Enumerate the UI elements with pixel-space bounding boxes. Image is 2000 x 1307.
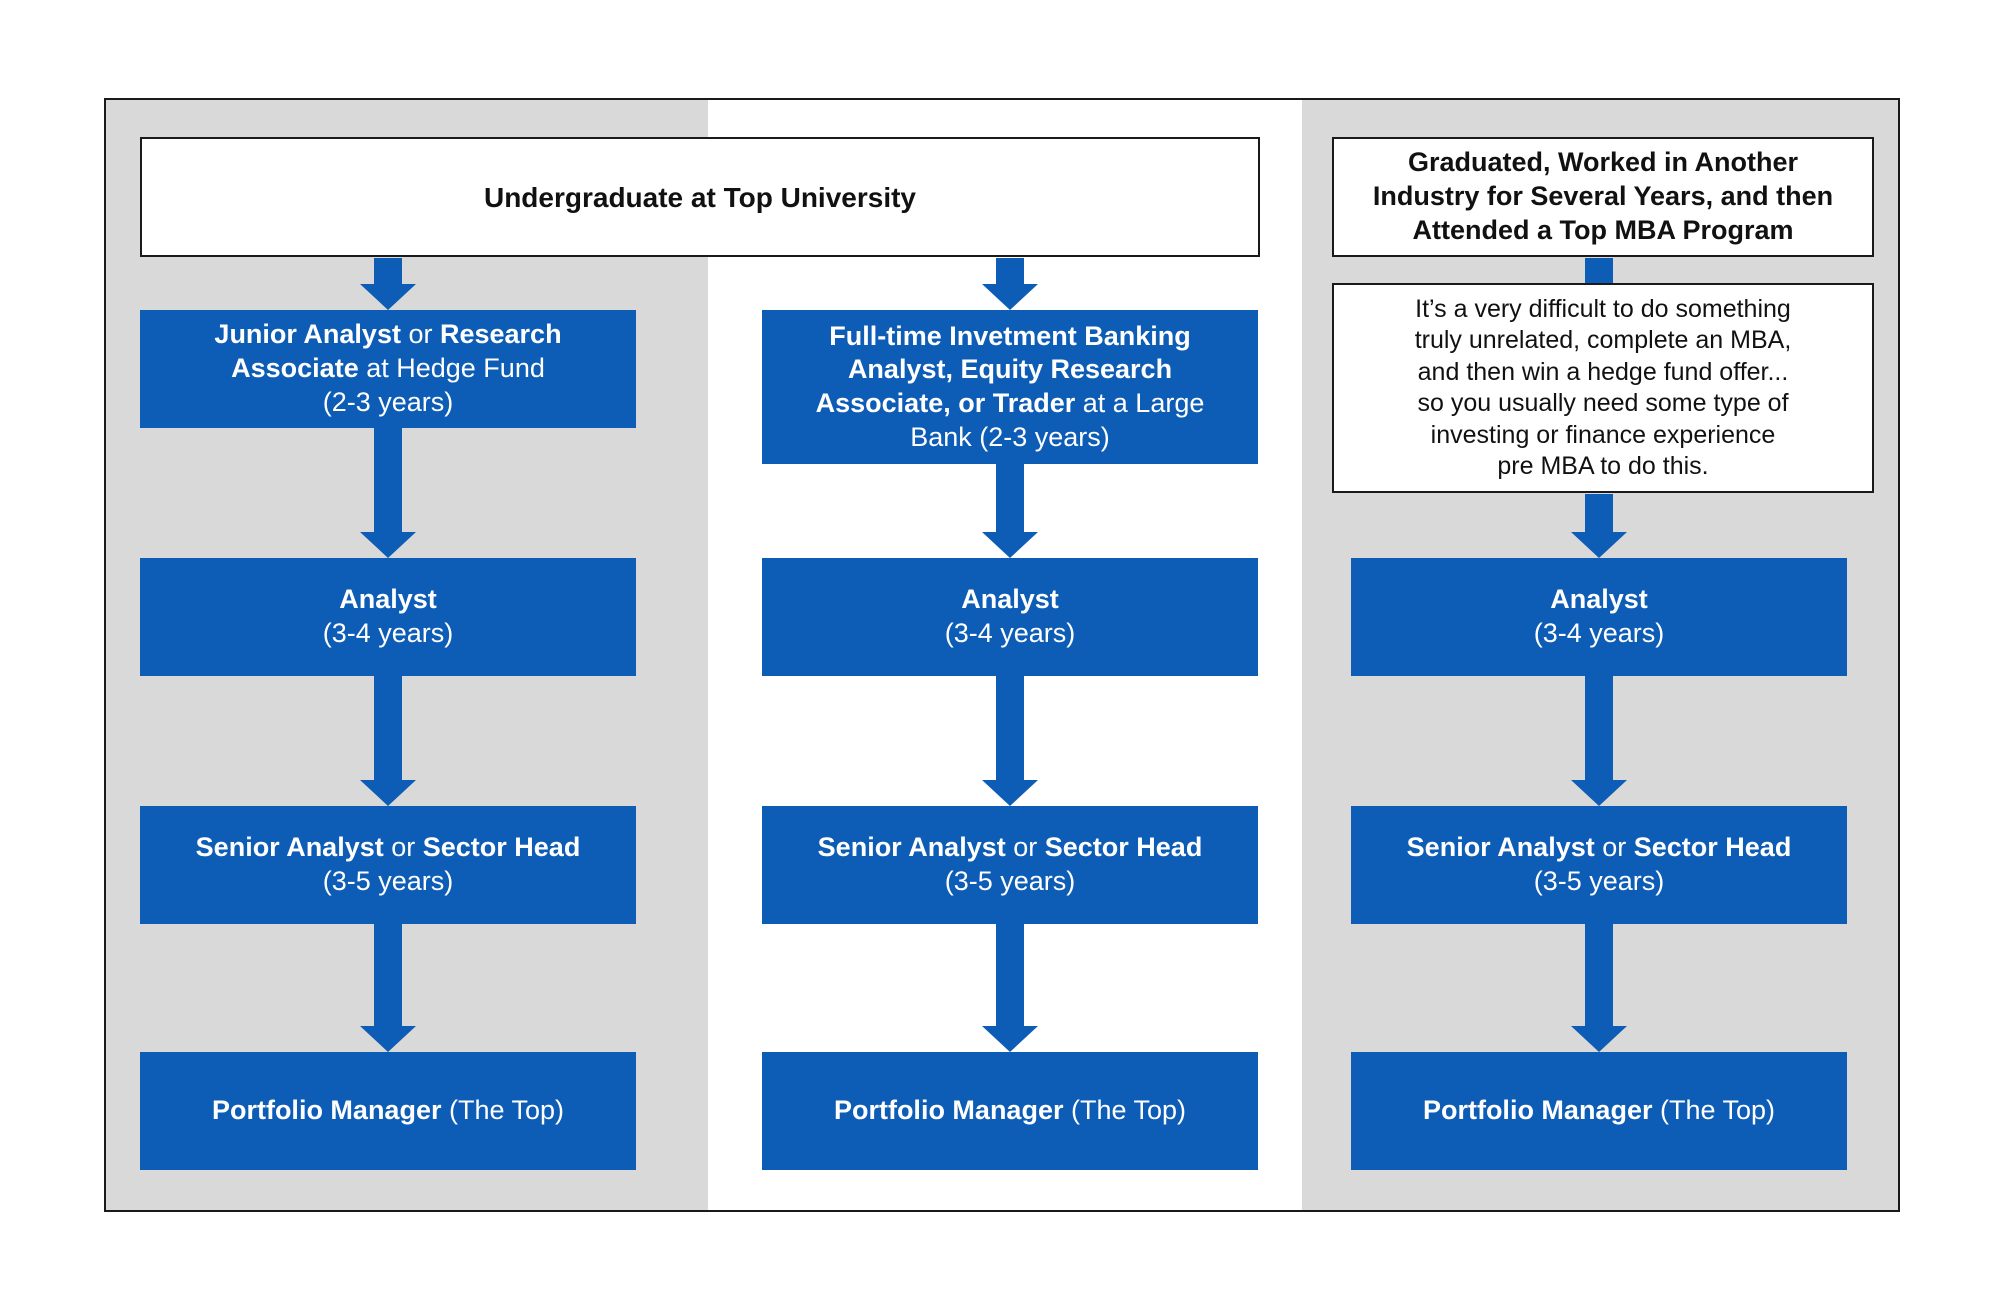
arrow-col2-to-entry <box>982 258 1038 310</box>
analyst-box-col1: Analyst (3-4 years) <box>140 558 636 676</box>
hf-entry-line-1: Junior Analyst or Research <box>214 319 562 350</box>
arrow-col3-to-analyst <box>1571 494 1627 558</box>
arrow-col1-to-pm <box>360 924 416 1052</box>
undergraduate-label: Undergraduate at Top University <box>483 181 916 213</box>
pm-box-col3: Portfolio Manager (The Top) <box>1351 1052 1847 1170</box>
arrow-col2-to-senior <box>982 676 1038 806</box>
undergraduate-box: Undergraduate at Top University <box>140 137 1260 257</box>
bank-entry-line-1: Full-time Invetment Banking <box>829 320 1191 351</box>
mba-path-box: Graduated, Worked in Another Industry fo… <box>1332 137 1874 257</box>
arrow-col2-to-analyst <box>982 464 1038 558</box>
note-line-4: so you usually need some type of <box>1417 389 1789 417</box>
senior-years: (3-5 years) <box>1533 866 1665 896</box>
bank-entry-line-3: Associate, or Trader at a Large <box>815 388 1205 418</box>
analyst-box-col2: Analyst (3-4 years) <box>762 558 1258 676</box>
pm-title: Portfolio Manager (The Top) <box>211 1095 565 1126</box>
arrow-col3-to-pm <box>1571 924 1627 1052</box>
note-line-6: pre MBA to do this. <box>1497 452 1709 480</box>
arrow-col2-to-pm <box>982 924 1038 1052</box>
pm-title: Portfolio Manager (The Top) <box>1422 1095 1776 1126</box>
senior-title: Senior Analyst or Sector Head <box>817 832 1203 863</box>
senior-box-col2: Senior Analyst or Sector Head (3-5 years… <box>762 806 1258 924</box>
senior-title: Senior Analyst or Sector Head <box>1406 832 1792 863</box>
pm-title: Portfolio Manager (The Top) <box>833 1095 1187 1126</box>
senior-years: (3-5 years) <box>322 866 454 896</box>
banking-entry-box: Full-time Invetment Banking Analyst, Equ… <box>762 310 1258 464</box>
connector-mba-to-note <box>1585 258 1613 283</box>
analyst-box-col3: Analyst (3-4 years) <box>1351 558 1847 676</box>
pm-box-col2: Portfolio Manager (The Top) <box>762 1052 1258 1170</box>
analyst-years: (3-4 years) <box>944 618 1076 648</box>
analyst-years: (3-4 years) <box>1533 618 1665 648</box>
note-line-2: truly unrelated, complete an MBA, <box>1414 326 1792 354</box>
arrow-col1-to-senior <box>360 676 416 806</box>
arrow-col1-to-entry <box>360 258 416 310</box>
analyst-title: Analyst <box>339 584 437 615</box>
senior-title: Senior Analyst or Sector Head <box>195 832 581 863</box>
senior-box-col1: Senior Analyst or Sector Head (3-5 years… <box>140 806 636 924</box>
hedge-fund-entry-box: Junior Analyst or Research Associate at … <box>140 310 636 428</box>
note-line-5: investing or finance experience <box>1430 420 1776 449</box>
note-line-3: and then win a hedge fund offer... <box>1417 357 1789 386</box>
mba-line-3: Attended a Top MBA Program <box>1412 214 1794 245</box>
mba-line-1: Graduated, Worked in Another <box>1407 147 1799 178</box>
hf-entry-years: (2-3 years) <box>322 386 454 417</box>
note-line-1: It’s a very difficult to do something <box>1415 294 1791 323</box>
analyst-title: Analyst <box>1550 584 1648 615</box>
hf-entry-line-2: Associate at Hedge Fund <box>231 353 545 384</box>
arrow-col1-to-analyst <box>360 428 416 558</box>
senior-box-col3: Senior Analyst or Sector Head (3-5 years… <box>1351 806 1847 924</box>
mba-line-2: Industry for Several Years, and then <box>1372 181 1834 212</box>
pm-box-col1: Portfolio Manager (The Top) <box>140 1052 636 1170</box>
analyst-title: Analyst <box>961 584 1059 615</box>
senior-years: (3-5 years) <box>944 866 1076 896</box>
bank-entry-line-2: Analyst, Equity Research <box>847 354 1173 385</box>
analyst-years: (3-4 years) <box>322 618 454 648</box>
arrow-col3-to-senior <box>1571 676 1627 806</box>
bank-entry-line-4: Bank (2-3 years) <box>910 421 1110 452</box>
mba-note-box: It’s a very difficult to do something tr… <box>1332 283 1874 493</box>
